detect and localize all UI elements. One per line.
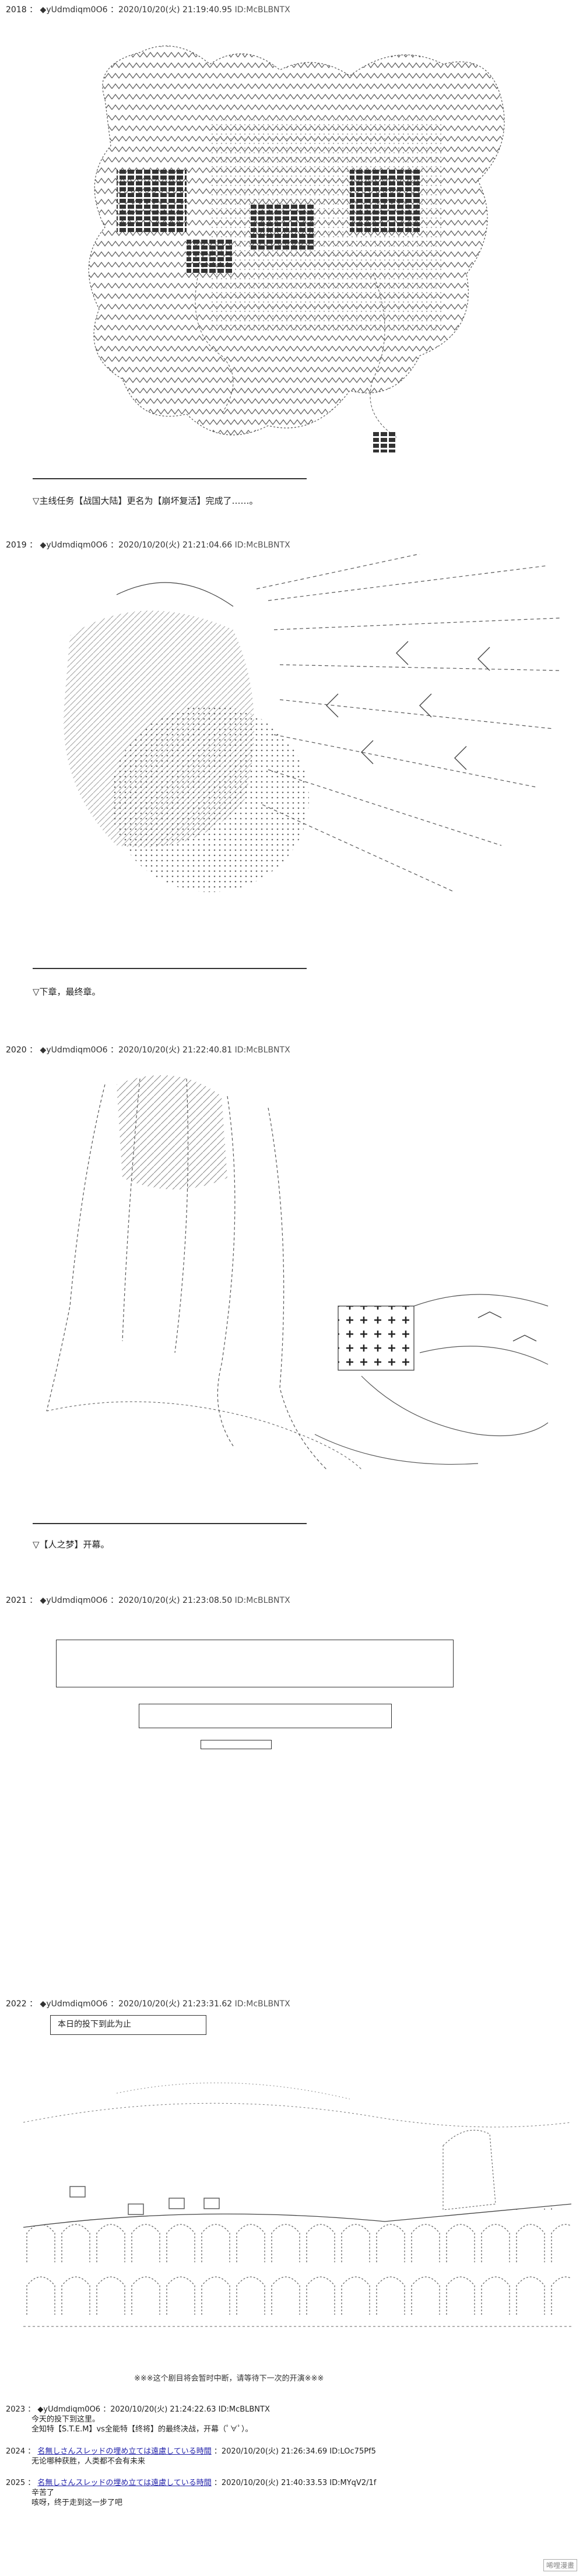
post-sep: ： xyxy=(29,1045,38,1055)
post-sep: ： xyxy=(29,5,38,15)
post-date: ：2020/10/20(火) 21:40:33.53 xyxy=(213,2479,328,2487)
poster-id: ID:LOc75Pf5 xyxy=(329,2447,376,2456)
intermission-note: ※※※这个剧目将会暂时中断，请等待下一次的开演※※※ xyxy=(134,2374,324,2383)
poster-name: ◆yUdmdiqm0O6 xyxy=(40,1045,108,1055)
poster-name: ◆yUdmdiqm0O6 xyxy=(40,1596,108,1605)
post-sep: ： xyxy=(27,2479,36,2487)
post-body-line: 今天的投下到这里。 xyxy=(31,2415,100,2424)
post-caption: ▽主线任务【战国大陆】更名为【崩坏复活】完成了……。 xyxy=(33,496,258,506)
post-number: 2024 xyxy=(6,2447,26,2456)
ascii-art-ruins-landscape xyxy=(23,2052,571,2361)
post-body: 辛苦了 咳呀，终于走到这一步了吧 xyxy=(6,2488,376,2508)
poster-id: ID:McBLBNTX xyxy=(218,2405,270,2414)
post-date: ：2020/10/20(火) 21:26:34.69 xyxy=(213,2447,328,2456)
poster-id: ID:McBLBNTX xyxy=(234,541,290,550)
post-sep: ： xyxy=(29,1999,38,2009)
empty-frame-small xyxy=(201,1740,272,1749)
post-date: ：2020/10/20(火) 21:21:04.66 xyxy=(110,541,233,550)
post-number: 2021 xyxy=(6,1596,27,1605)
post-date: ：2020/10/20(火) 21:22:40.81 xyxy=(110,1045,233,1055)
ascii-art-figure-rays xyxy=(23,554,571,939)
post-sep: ： xyxy=(29,1596,38,1605)
post-sep: ： xyxy=(29,541,38,550)
post-header-2022: 2022 ： ◆yUdmdiqm0O6 ：2020/10/20(火) 21:23… xyxy=(6,1998,290,2009)
post-body: 今天的投下到这里。 全知特【S.T.E.M】vs全能特【终将】的最终决战，开幕（… xyxy=(6,2414,270,2434)
post-number: 2025 xyxy=(6,2479,26,2487)
post-header-2018: 2018 ： ◆yUdmdiqm0O6 ：2020/10/20(火) 21:19… xyxy=(6,3,290,15)
post-date: ：2020/10/20(火) 21:24:22.63 xyxy=(103,2405,216,2414)
poster-id: ID:McBLBNTX xyxy=(234,1045,290,1055)
post-header-2021: 2021 ： ◆yUdmdiqm0O6 ：2020/10/20(火) 21:23… xyxy=(6,1594,290,1606)
poster-name: ◆yUdmdiqm0O6 xyxy=(37,2405,101,2414)
poster-id: ID:McBLBNTX xyxy=(234,1596,290,1605)
empty-frame-medium xyxy=(139,1704,392,1728)
post-date: ：2020/10/20(火) 21:23:31.62 xyxy=(110,1999,233,2009)
post-caption: ▽【人之梦】开幕。 xyxy=(33,1539,110,1550)
post-2024: 2024 ： 名無しさんスレッドの埋め立ては遠慮している時間 ：2020/10/… xyxy=(6,2447,376,2466)
post-2023: 2023 ： ◆yUdmdiqm0O6 ：2020/10/20(火) 21:24… xyxy=(6,2405,270,2434)
post-number: 2019 xyxy=(6,541,27,550)
post-header-2020: 2020 ： ◆yUdmdiqm0O6 ：2020/10/20(火) 21:22… xyxy=(6,1044,290,1055)
post-header-2025: 2025 ： 名無しさんスレッドの埋め立ては遠慮している時間 ：2020/10/… xyxy=(6,2478,376,2488)
post-body-line: 全知特【S.T.E.M】vs全能特【终将】的最终决战，开幕（ﾟ∀ﾟ）。 xyxy=(31,2425,253,2434)
poster-name-link[interactable]: 名無しさんスレッドの埋め立ては遠慮している時間 xyxy=(37,2447,212,2456)
caption-divider xyxy=(33,478,307,479)
post-sep: ： xyxy=(27,2405,36,2414)
poster-name: ◆yUdmdiqm0O6 xyxy=(40,5,108,15)
post-body-line: 辛苦了 xyxy=(31,2489,55,2497)
ascii-art-castle xyxy=(70,29,525,461)
post-date: ：2020/10/20(火) 21:23:08.50 xyxy=(110,1596,233,1605)
post-2025: 2025 ： 名無しさんスレッドの埋め立ては遠慮している時間 ：2020/10/… xyxy=(6,2478,376,2508)
end-of-posting-box: 本日的投下到此为止 xyxy=(50,2015,206,2035)
poster-name-link[interactable]: 名無しさんスレッドの埋め立ては遠慮している時間 xyxy=(37,2479,212,2487)
site-watermark: 唏哩漫畫 xyxy=(543,2559,577,2571)
poster-id: ID:MYqV2/1f xyxy=(329,2479,377,2487)
post-date: ：2020/10/20(火) 21:19:40.95 xyxy=(110,5,233,15)
post-header-2023: 2023 ： ◆yUdmdiqm0O6 ：2020/10/20(火) 21:24… xyxy=(6,2405,270,2414)
post-header-2024: 2024 ： 名無しさんスレッドの埋め立ては遠慮している時間 ：2020/10/… xyxy=(6,2447,376,2456)
post-number: 2018 xyxy=(6,5,27,15)
post-body-line: 咳呀，终于走到这一步了吧 xyxy=(31,2498,123,2507)
post-number: 2022 xyxy=(6,1999,27,2009)
poster-name: ◆yUdmdiqm0O6 xyxy=(40,541,108,550)
post-header-2019: 2019 ： ◆yUdmdiqm0O6 ：2020/10/20(火) 21:21… xyxy=(6,539,290,550)
post-number: 2020 xyxy=(6,1045,27,1055)
ascii-art-figure-cloak xyxy=(35,1061,560,1481)
post-body: 无论哪种获胜，人类都不会有未来 xyxy=(6,2456,376,2466)
caption-divider xyxy=(33,1523,307,1524)
poster-name: ◆yUdmdiqm0O6 xyxy=(40,1999,108,2009)
end-of-posting-text: 本日的投下到此为止 xyxy=(58,2020,131,2029)
post-caption: ▽下章，最终章。 xyxy=(33,987,101,997)
poster-id: ID:McBLBNTX xyxy=(234,1999,290,2009)
poster-id: ID:McBLBNTX xyxy=(234,5,290,15)
caption-divider xyxy=(33,968,307,969)
post-body-line: 无论哪种获胜，人类都不会有未来 xyxy=(31,2457,146,2466)
post-sep: ： xyxy=(27,2447,36,2456)
empty-frame-large xyxy=(56,1640,454,1687)
post-number: 2023 xyxy=(6,2405,26,2414)
